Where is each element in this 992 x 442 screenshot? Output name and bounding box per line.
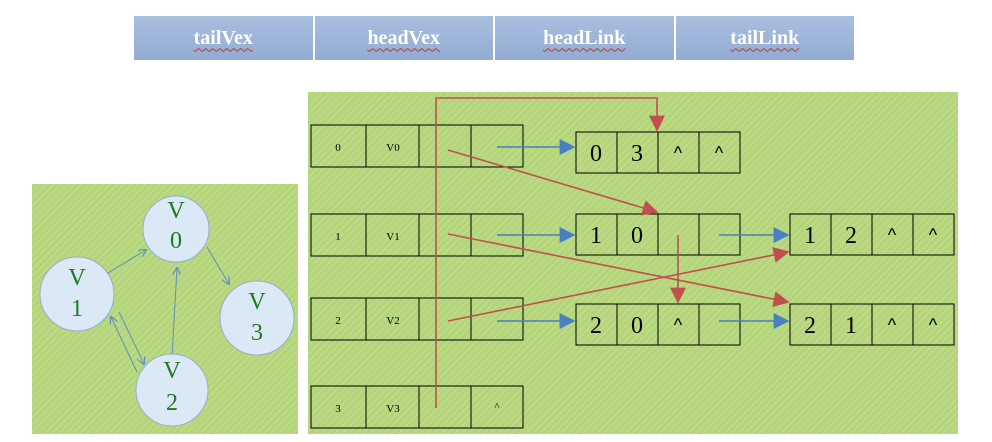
arc-headlink: ^ <box>674 143 683 163</box>
orthogonal-list-panel: 0 V0 1 V1 2 V2 <box>308 92 958 434</box>
arc-tailvex: 2 <box>804 313 816 339</box>
vertex-row-3: 3 V3 ^ <box>310 385 524 429</box>
arc-headvex: 3 <box>631 141 643 167</box>
legend-field-headlink: headLink <box>495 16 676 60</box>
graph-vertex-v3: V 3 <box>219 280 295 356</box>
arc-headlink: ^ <box>674 315 683 335</box>
vertex-index: 3 <box>335 403 341 415</box>
vertex-index: 0 <box>335 142 341 154</box>
legend-field-headvex: headVex <box>314 16 495 60</box>
arc-node-2-1: 2 1 ^ ^ <box>789 303 955 346</box>
arc-node-1-2: 1 2 ^ ^ <box>789 213 955 256</box>
arc-node-1-0: 1 0 <box>575 213 741 256</box>
edge-v1-v2 <box>118 311 144 364</box>
graph-vertex-v0: V 0 <box>142 195 210 263</box>
edge-v2-v0 <box>171 268 177 358</box>
orthogonal-list-svg: 0 V0 1 V1 2 V2 <box>310 97 955 429</box>
arc-node-0-3: 0 3 ^ ^ <box>575 131 741 174</box>
head-arrow-v2-to-arc12 <box>447 247 790 322</box>
head-arrow-v1-to-arc21 <box>447 233 790 308</box>
arc-headvex: 0 <box>631 313 643 339</box>
vertex-firstout: ^ <box>494 401 500 413</box>
vertex-v0-line1: V <box>167 198 185 224</box>
vertex-row-2: 2 V2 <box>310 297 524 341</box>
vertex-index: 2 <box>335 315 341 327</box>
vertex-v3-line1: V <box>248 289 266 315</box>
vertex-row-1: 1 V1 <box>310 213 524 257</box>
edge-v1-v0 <box>107 250 146 274</box>
arc-node-2-0: 2 0 ^ <box>575 303 741 346</box>
vertex-v1-line2: 1 <box>71 296 83 322</box>
graph-vertex-v1: V 1 <box>39 256 115 332</box>
arc-headlink: ^ <box>888 315 897 335</box>
arc-headvex: 1 <box>845 313 857 339</box>
vertex-v0-line2: 0 <box>170 228 182 254</box>
vertex-v2-line2: 2 <box>166 390 178 416</box>
vertex-name: V0 <box>386 142 400 154</box>
graph-svg: V 0 V 1 V 2 V 3 <box>39 195 295 427</box>
graph-vertex-v2: V 2 <box>135 353 209 427</box>
arc-taillink: ^ <box>929 315 938 335</box>
vertex-name: V2 <box>386 315 399 327</box>
arc-taillink: ^ <box>929 225 938 245</box>
vertex-name: V1 <box>386 231 399 243</box>
head-arrow-v0-to-arc10 <box>447 149 659 216</box>
arc-taillink: ^ <box>715 143 724 163</box>
arc-tailvex: 0 <box>590 141 602 167</box>
arc-tailvex: 1 <box>590 223 602 249</box>
arc-headvex: 0 <box>631 223 643 249</box>
arc-headlink: ^ <box>888 225 897 245</box>
legend-field-tailvex: tailVex <box>134 16 315 60</box>
vertex-row-0: 0 V0 <box>310 124 524 168</box>
vertex-v1-line1: V <box>68 265 86 291</box>
head-arrow-v3-to-arc03 <box>435 97 665 408</box>
legend-field-taillink: tailLink <box>675 16 854 60</box>
vertex-v2-line1: V <box>163 358 181 384</box>
edge-v0-v3 <box>206 246 229 284</box>
arc-tailvex: 2 <box>590 313 602 339</box>
edge-v2-v1 <box>111 317 138 373</box>
graph-panel: V 0 V 1 V 2 V 3 <box>32 184 298 434</box>
arc-headvex: 2 <box>845 223 857 249</box>
vertex-index: 1 <box>335 231 341 243</box>
arc-tailvex: 1 <box>804 223 816 249</box>
vertex-v3-line2: 3 <box>251 320 263 346</box>
arc-node-field-legend: tailVex headVex headLink tailLink <box>134 16 854 60</box>
vertex-name: V3 <box>386 403 400 415</box>
